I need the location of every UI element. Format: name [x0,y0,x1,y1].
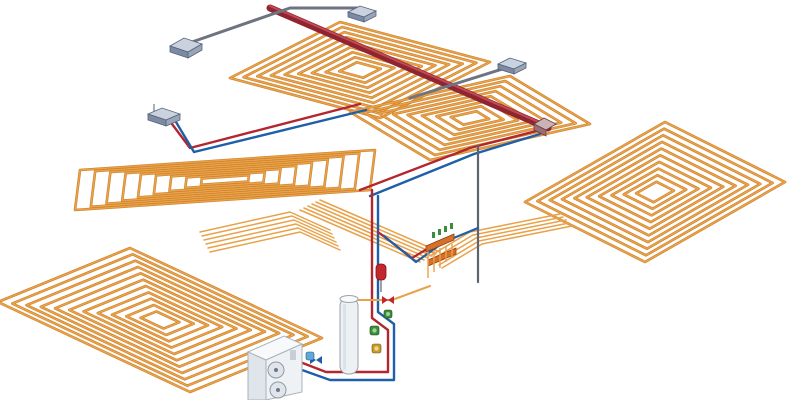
loop-tube [610,167,700,217]
main-duct-trunk-highlight [269,5,549,127]
loop-tube [256,31,464,109]
heat-pump-fan-icon [246,335,304,400]
loop-tube [378,85,562,151]
loop-tube [0,247,323,393]
loop-feed-tube [199,211,331,233]
loop-tube [121,158,329,202]
loop-tube [125,304,195,336]
loop-feed-tube [203,219,335,241]
loop-tube [623,174,687,210]
loop-tube [598,161,712,223]
pump-icon [371,343,382,354]
loop-feed-tube [319,199,441,253]
loop-tube [68,278,252,362]
loop-tube [74,149,376,211]
duct-junction-box [533,117,557,137]
spiral-loop-icon [0,246,324,394]
upper-branch-duct [190,6,362,44]
loop-tube [229,21,491,119]
fan-coil-icon [346,5,378,23]
expansion-vessel-icon [375,263,387,292]
loop-feed-tube [205,223,337,245]
plant-pipe-supply [298,290,390,374]
loop-tube [168,168,282,192]
loop-feed-tube [441,225,573,269]
spiral-loop-icon [523,120,787,264]
loop-tube [97,291,223,349]
loop-tube [635,181,675,203]
loop-tube [406,95,534,141]
loop-feed-bundle [199,199,573,269]
loop-tube [11,253,309,387]
loop-feed-tube [209,231,341,253]
fan-coil-icon [146,104,182,127]
left-branch-duct-return [174,108,368,154]
floor-loops [0,20,787,394]
loop-tube [82,285,238,355]
loop-tube [349,75,591,161]
valve-icon [382,296,394,304]
risers [370,144,480,294]
loop-tube [137,161,313,199]
loop-feed-tube [315,201,437,255]
loop-tube-shadow [73,148,377,212]
manifold-icon [425,223,457,278]
left-branch-duct-supply [170,102,362,150]
loop-tube [338,61,382,79]
loop-tube [184,171,266,189]
loop-feed-tube [207,227,339,249]
loop-tube [548,134,762,250]
spiral-loop-icon [73,148,377,212]
loop-tube [524,121,786,263]
loop-tube [561,141,749,243]
right-branch-duct [408,64,514,100]
loop-tube [40,266,280,374]
tank-icon [339,295,359,375]
loop-tube [111,297,209,343]
loop-tube [200,174,250,186]
loop-tube [392,90,548,146]
fan-coil-icon [496,57,528,75]
loop-tube [54,272,266,368]
main-duct-trunk [266,4,552,132]
right-junction-duct [358,126,550,192]
plant-room [246,263,431,400]
right-junction-duct-return [368,132,542,198]
loop-feed-tube [201,215,333,237]
pump-icon [369,325,380,336]
loop-tube [450,110,490,126]
pump-icon [305,351,315,361]
loop-tube [435,105,505,131]
loop-tube [573,147,737,237]
loop-tube [536,127,774,257]
manifold-feed-return [382,226,480,264]
loop-tube [139,310,181,330]
loop-tube [283,41,437,99]
duct-trunks [170,4,552,198]
pump-icon [383,309,393,319]
loop-tube [153,165,298,196]
loop-tube-shadow [622,173,688,211]
plant-pipe-return [300,290,396,382]
fan-coil-units [146,5,557,137]
loop-tube [311,51,409,89]
loop-tube-shadow [110,297,210,343]
loop-feed-tube [299,209,421,263]
fan-coil-icon [169,37,203,59]
loop-tube [324,56,396,84]
loop-tube [270,36,450,104]
loop-tube [25,259,295,381]
loop-tube [90,152,361,208]
loop-tube [586,154,725,230]
loop-tube [105,155,345,205]
loop-tube-shadow [337,61,383,79]
loop-feed-tube [307,205,429,259]
loop-tube-shadow [96,291,224,349]
